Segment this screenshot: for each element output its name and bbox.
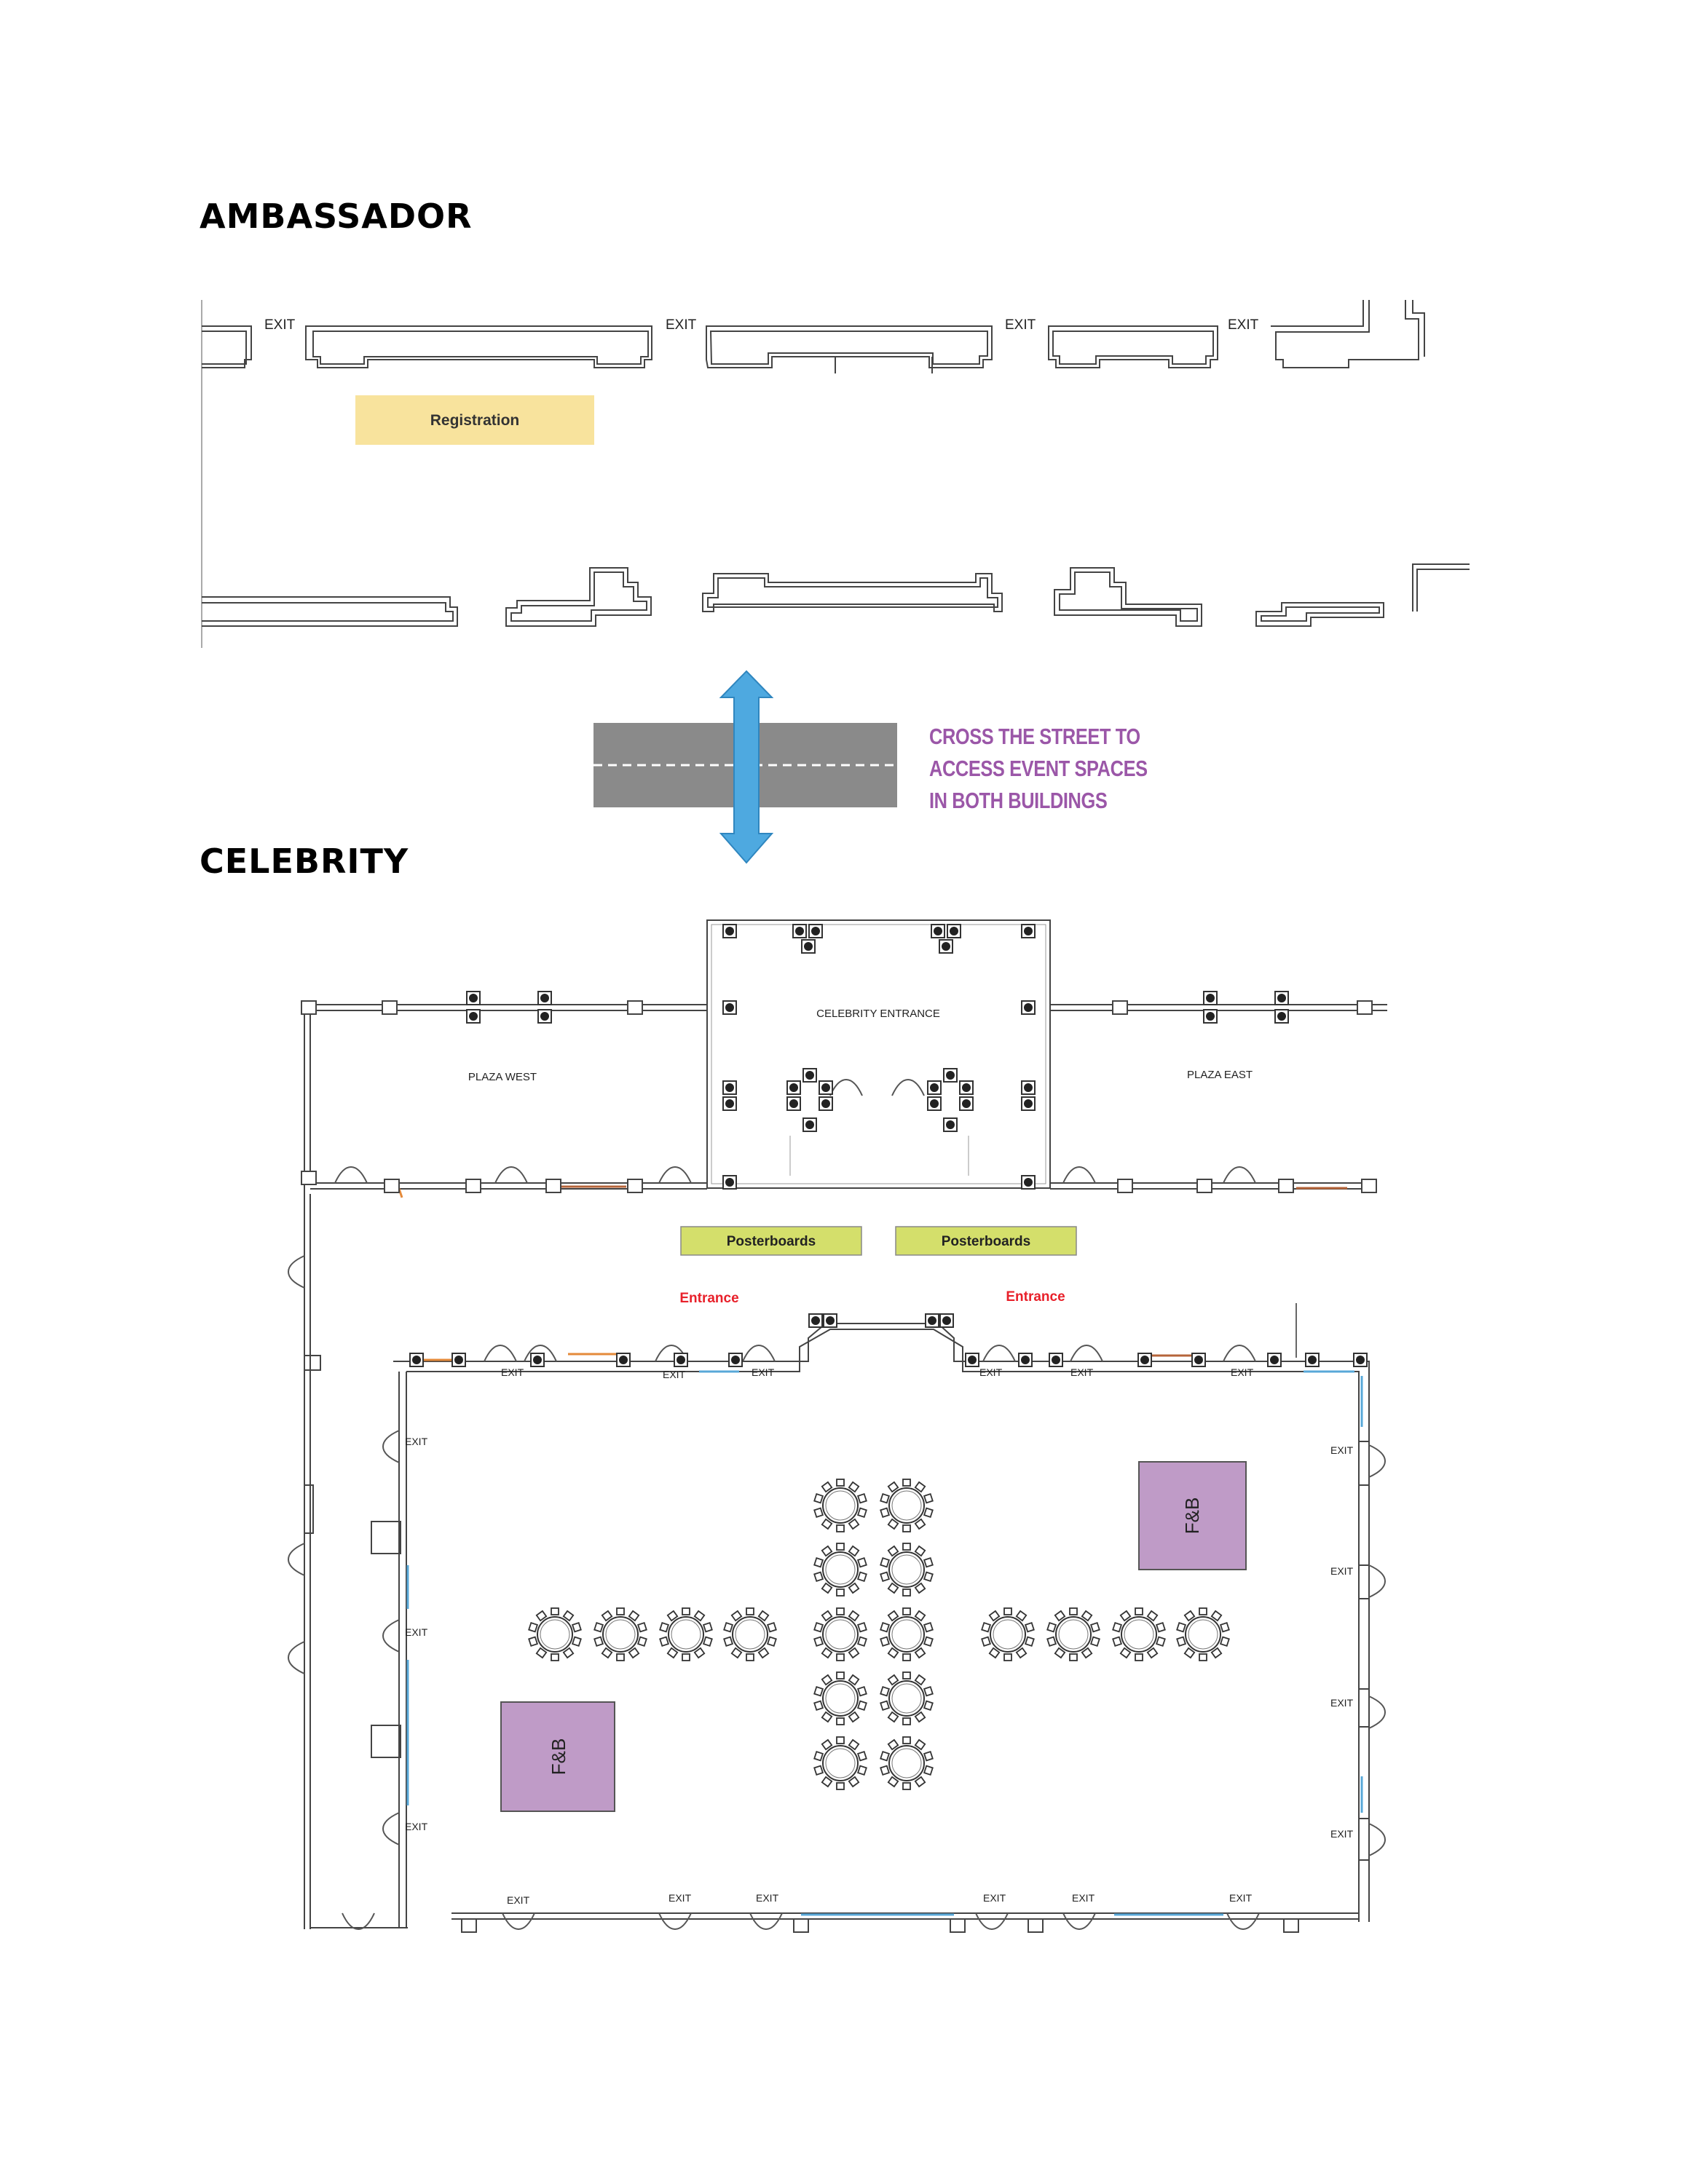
fb-station-east: F&B <box>1138 1461 1247 1570</box>
exit-label: EXIT <box>1330 1828 1354 1840</box>
plaza-west-label: PLAZA WEST <box>468 1071 537 1083</box>
fb-label: F&B <box>548 1738 569 1776</box>
celebrity-entrance-label: CELEBRITY ENTRANCE <box>816 1008 940 1020</box>
entrance-label: Entrance <box>679 1291 738 1306</box>
exit-label: EXIT <box>1330 1565 1354 1577</box>
exit-label: EXIT <box>1330 1444 1354 1456</box>
exit-label: EXIT <box>507 1894 530 1906</box>
posterboards-box <box>895 1226 1077 1256</box>
round-table <box>880 1479 934 1532</box>
exit-label: EXIT <box>666 317 697 333</box>
entrance-labels: Entrance Entrance <box>679 1289 1065 1306</box>
round-table <box>723 1607 777 1661</box>
posterboards-box <box>680 1226 862 1256</box>
plaza-east-label: PLAZA EAST <box>1187 1069 1253 1081</box>
round-table <box>528 1607 582 1661</box>
fb-station-west: F&B <box>500 1701 615 1812</box>
exit-label: EXIT <box>756 1892 779 1904</box>
entrance-label: Entrance <box>1006 1289 1065 1305</box>
round-table <box>880 1607 934 1661</box>
round-table <box>880 1736 934 1790</box>
ambassador-heading: AMBASSADOR <box>200 197 473 236</box>
cross-note-line: IN BOTH BUILDINGS <box>929 788 1108 813</box>
exit-label: EXIT <box>663 1369 686 1380</box>
exit-label: EXIT <box>1229 1892 1253 1904</box>
round-table <box>813 1543 867 1597</box>
exit-label: EXIT <box>264 317 296 333</box>
round-table <box>659 1607 713 1661</box>
posterboards-label: Posterboards <box>942 1234 1030 1249</box>
two-way-arrow-icon <box>719 670 774 864</box>
exit-label: EXIT <box>669 1892 692 1904</box>
round-table <box>813 1671 867 1725</box>
registration-label: Registration <box>430 412 520 429</box>
round-table <box>1112 1607 1166 1661</box>
wall-accents <box>397 1185 1363 1916</box>
fb-label: F&B <box>1181 1497 1203 1535</box>
fb-box <box>1138 1461 1247 1570</box>
exit-label: EXIT <box>979 1366 1003 1378</box>
exit-label: EXIT <box>405 1626 428 1638</box>
exit-label: EXIT <box>501 1366 524 1378</box>
cross-note-line: CROSS THE STREET TO <box>929 724 1140 749</box>
exit-label: EXIT <box>1070 1366 1094 1378</box>
round-table <box>813 1736 867 1790</box>
exit-label: EXIT <box>1330 1697 1354 1709</box>
ambassador-exit-labels: EXIT EXIT EXIT EXIT <box>264 317 1259 333</box>
exit-label: EXIT <box>405 1436 428 1447</box>
exit-label: EXIT <box>1231 1366 1254 1378</box>
round-table <box>880 1671 934 1725</box>
round-table <box>813 1479 867 1532</box>
celebrity-heading: CELEBRITY <box>200 842 409 881</box>
exit-label: EXIT <box>752 1366 775 1378</box>
celebrity-labels: CELEBRITY ENTRANCE PLAZA WEST PLAZA EAST <box>468 1008 1253 1083</box>
cross-street-note: CROSS THE STREET TO ACCESS EVENT SPACES … <box>929 721 1148 817</box>
round-tables <box>528 1479 1230 1790</box>
cross-note-line: ACCESS EVENT SPACES <box>929 756 1148 781</box>
round-table <box>981 1607 1035 1661</box>
exit-label: EXIT <box>1072 1892 1095 1904</box>
round-table <box>1176 1607 1230 1661</box>
columns <box>409 924 1368 1367</box>
round-table <box>593 1607 647 1661</box>
round-table <box>813 1607 867 1661</box>
exit-label: EXIT <box>1228 317 1259 333</box>
posterboards-label: Posterboards <box>727 1234 816 1249</box>
round-table <box>880 1543 934 1597</box>
exit-label: EXIT <box>1005 317 1036 333</box>
exit-label: EXIT <box>405 1821 428 1832</box>
registration-box <box>355 395 594 445</box>
round-table <box>1046 1607 1100 1661</box>
street-graphic <box>593 670 897 864</box>
fb-box <box>500 1701 615 1812</box>
registration-area: Registration <box>355 395 594 445</box>
celebrity-exit-labels: EXIT EXIT EXIT EXIT EXIT EXIT EXIT EXIT … <box>405 1366 1354 1906</box>
ambassador-walls <box>201 300 1470 648</box>
posterboards-area: Posterboards Posterboards <box>680 1226 1077 1256</box>
exit-label: EXIT <box>983 1892 1006 1904</box>
